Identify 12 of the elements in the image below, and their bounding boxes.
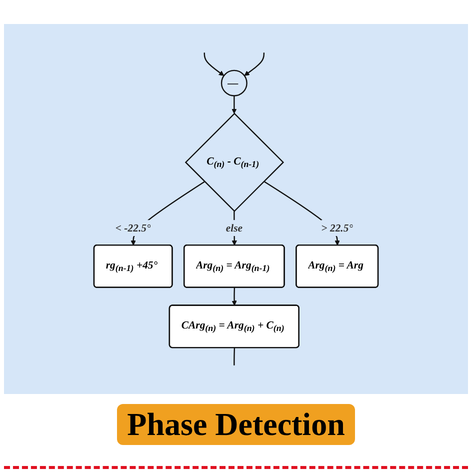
node-diamond [184,112,284,212]
arrow [232,288,237,306]
panel-background: < -22.5° else > 22.5° — C$_{(n)}$ - C$_{(n-1)}$ rg$_{(n-1)}$ +45° Arg$_{(n)}$ = Arg$_{(n-1)}$ Arg$_{(n)}$ = Arg CArg$_{(n)}$ = Arg$_{(n)}$ + C$_{(n)}$ [4,24,468,394]
edge-label: else [226,222,242,234]
connector [234,348,236,366]
edge-label: > 22.5° [321,222,354,234]
node-circle [220,70,248,96]
arrow [232,96,237,114]
edge-label: < -22.5° [115,222,151,234]
arrow [204,52,224,76]
arrow [244,52,265,76]
title-badge: Phase Detection [117,404,355,445]
